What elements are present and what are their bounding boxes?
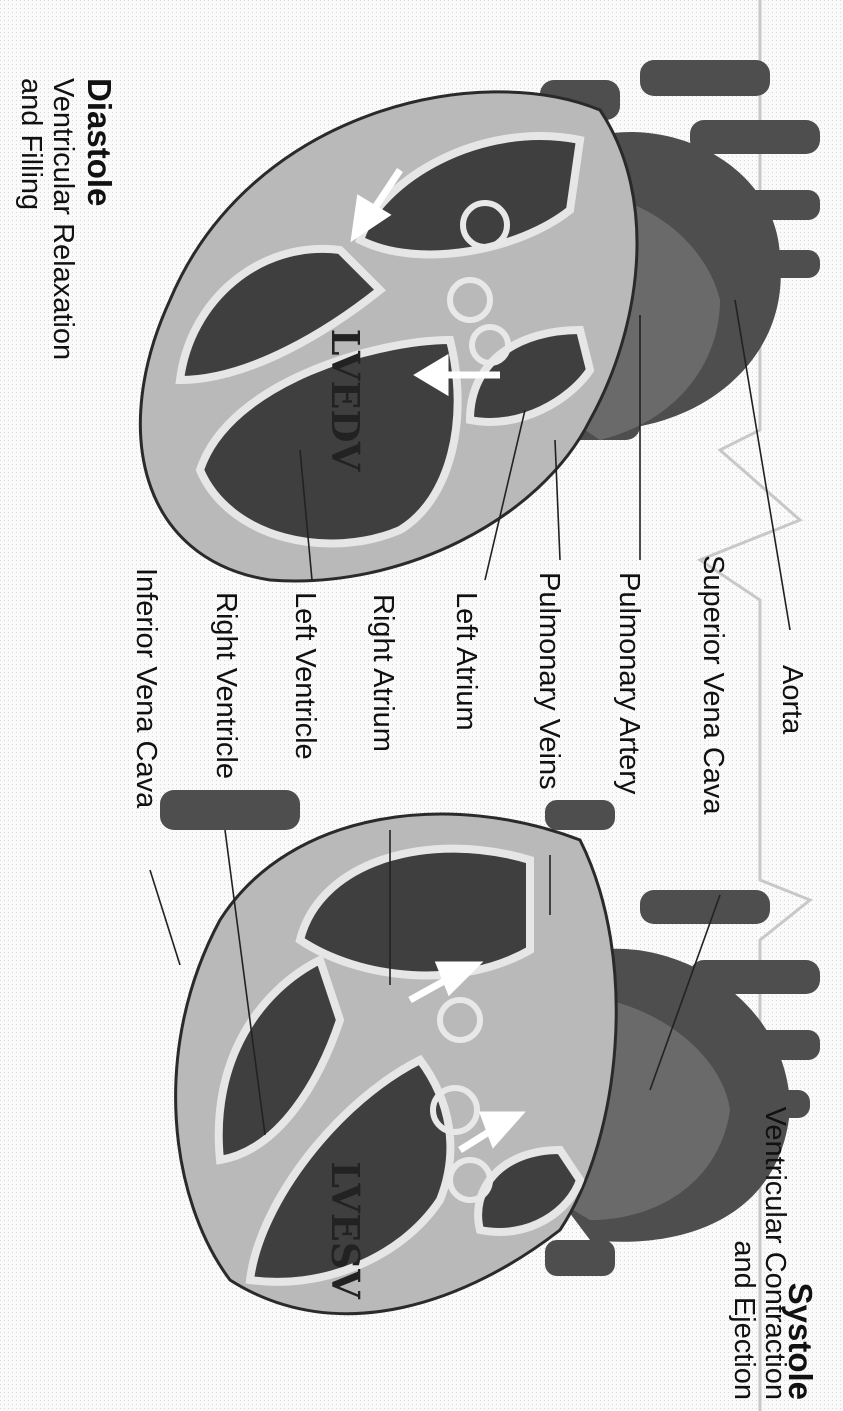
systole-subtitle-line2: and Ejection — [728, 1240, 760, 1400]
label-superior-vena-cava: Superior Vena Cava — [697, 555, 729, 815]
label-left-atrium: Left Atrium — [450, 592, 482, 731]
label-pulmonary-artery: Pulmonary Artery — [613, 572, 645, 795]
label-right-ventricle: Right Ventricle — [210, 592, 242, 779]
label-left-ventricle: Left Ventricle — [289, 592, 321, 760]
diastole-subtitle-line1: Ventricular Relaxation — [47, 78, 79, 360]
diastole-title: Diastole — [81, 78, 118, 206]
label-right-atrium: Right Atrium — [367, 594, 399, 752]
label-aorta: Aorta — [776, 665, 808, 735]
diastole-subtitle-line2: and Filling — [15, 78, 47, 210]
lvedv-label: LVEDV — [323, 329, 368, 473]
systole-subtitle-line1: Ventricular Contraction — [759, 1107, 791, 1400]
label-inferior-vena-cava: Inferior Vena Cava — [130, 568, 162, 809]
lvesv-label: LVESV — [323, 1161, 368, 1300]
label-pulmonary-veins: Pulmonary Veins — [533, 572, 565, 790]
